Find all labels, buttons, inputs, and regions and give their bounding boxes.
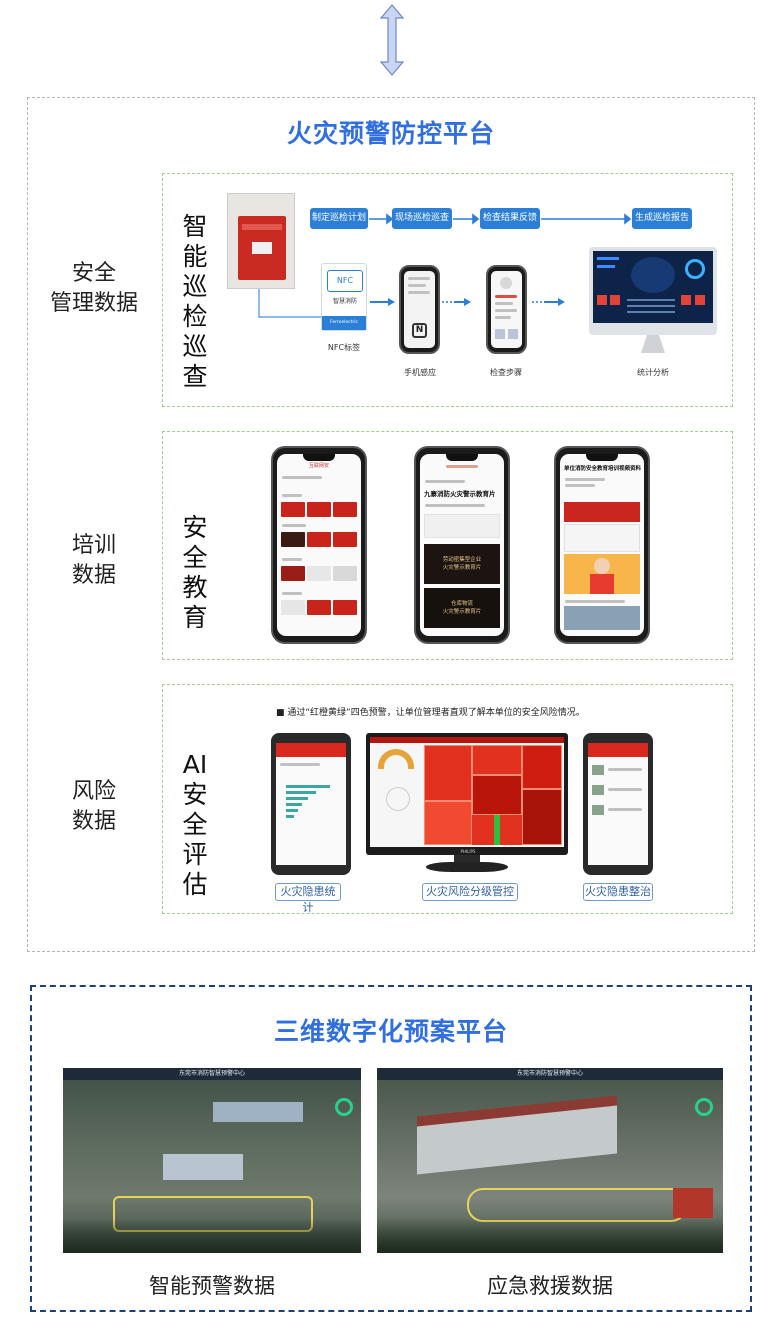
extinguisher-box-photo [227,193,295,289]
video-thumb-labor-intensive: 劳动密集型企业 火灾警示教育片 [424,544,500,584]
caption-statistics: 统计分析 [637,368,669,377]
caption-phone-sensing: 手机感应 [404,368,436,377]
education-phone-right: 单位消防安全教育培训视频资料 [554,446,650,644]
phone-sensing-mockup: N [399,265,440,354]
safety-education-vertical-title: 安全教育 [182,513,208,632]
monitor-stand [641,335,665,353]
education-phone-middle: 九寨消防火灾警示教育片 劳动密集型企业 火灾警示教育片 仓库物流 火灾警示教育片 [414,446,510,644]
side-label-risk: 风险 数据 [71,779,116,834]
smart-inspection-section [162,173,733,407]
risk-warning-note: ■ 通过“红橙黄绿”四色预警，让单位管理者直观了解本单位的安全风险情况。 [276,708,585,718]
middle-phone-title: 九寨消防火灾警示教育片 [424,490,496,498]
nfc-tag-card: NFC 智慧消防 Ferroelectric [321,263,367,331]
right-phone-title: 单位消防安全教育培训视频资料 [564,466,642,472]
caption-smart-warning-data: 智能预警数据 [149,1274,275,1298]
ai-assessment-vertical-title: AI安全评估 [182,750,208,899]
d3-rescue-scene: 东莞市消防智慧预警中心 [377,1068,723,1253]
monitor-brand: PHILIPS [460,849,476,854]
nfc-card-brand: Ferroelectric [322,316,366,330]
flow-step-onsite: 现场巡检巡查 [392,208,452,229]
risk-monitor: PHILIPS [366,733,568,855]
d3-banner-left: 东莞市消防智慧预警中心 [63,1068,361,1080]
nfc-card-subtitle: 智慧消防 [332,298,357,305]
d3-platform-frame [30,985,752,1312]
flow-step-report: 生成巡检报告 [632,208,692,229]
flow-arrows [369,213,632,225]
hazard-stats-phone [271,733,351,875]
education-phone-left: 互联网安 [271,446,367,644]
hazard-rectify-phone [583,733,653,875]
phone-steps-mockup [486,265,527,354]
side-label-safety-management: 安全 管理数据 [49,261,138,316]
connector-line [258,289,333,318]
safety-education-section [162,431,733,660]
caption-risk-grading: 火灾风险分级管控 [422,883,518,901]
caption-hazard-rectify: 火灾隐患整治 [583,883,653,901]
fire-platform-frame [27,97,755,952]
ai-assessment-section [162,684,733,914]
d3-warning-scene: 东莞市消防智慧预警中心 [63,1068,361,1253]
flow-step-plan: 制定巡检计划 [310,208,368,229]
nfc-logo: NFC [327,270,363,292]
d3-platform-title: 三维数字化预案平台 [273,1017,508,1046]
d3-banner-right: 东莞市消防智慧预警中心 [377,1068,723,1080]
fire-platform-title: 火灾预警防控平台 [286,119,495,148]
stats-monitor-mockup [589,247,717,335]
caption-hazard-stats: 火灾隐患统计 [275,883,341,914]
caption-inspection-steps: 检查步骤 [490,368,522,377]
dotted-arrows [370,298,565,306]
flow-step-feedback: 检查结果反馈 [480,208,540,229]
left-phone-header: 互联网安 [308,463,329,469]
double-arrow-icon [379,4,405,76]
caption-nfc-tag: NFC标签 [327,343,361,352]
caption-emergency-rescue-data: 应急救援数据 [487,1274,613,1298]
video-thumb-warehouse: 仓库物流 火灾警示教育片 [424,588,500,628]
smart-inspection-vertical-title: 智能巡检巡查 [182,212,208,391]
side-label-training: 培训 数据 [71,533,116,588]
monitor-base [426,862,508,872]
monitor-neck [454,855,480,865]
